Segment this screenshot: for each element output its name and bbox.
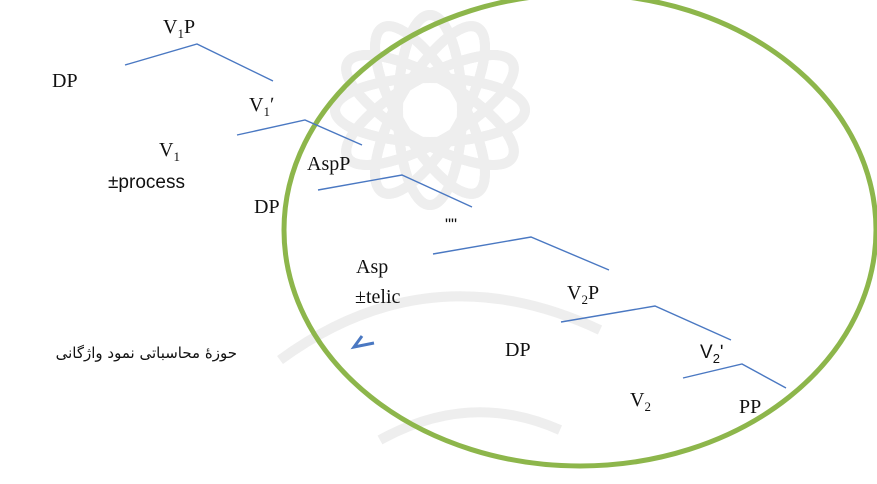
branch-v2p: [560, 305, 732, 341]
node-v1p-main: V: [163, 16, 178, 38]
node-v2-bar-sub: 2: [712, 351, 720, 366]
node-dp-top: DP: [52, 70, 78, 92]
node-dp-mid: DP: [254, 196, 280, 218]
asp-head-mark: [350, 335, 375, 350]
feature-process: ±process: [108, 172, 185, 193]
node-v2p-main: V: [567, 282, 582, 304]
node-v2p-tail: P: [587, 282, 600, 304]
node-v2p: V2P: [567, 282, 600, 307]
node-v1-bar-tail: ʹ: [269, 94, 275, 116]
branch-v1bar: [236, 119, 363, 146]
node-v1-bar-sub: 1: [263, 104, 270, 119]
watermark-petal: [341, 50, 519, 170]
node-v1p-tail: P: [183, 16, 196, 38]
node-v1: V1: [159, 139, 180, 164]
node-v2-bar-main: V: [700, 342, 713, 363]
feature-telic: ±telic: [355, 286, 401, 308]
branch-aspp: [317, 174, 473, 208]
node-v1-bar-main: V: [249, 94, 264, 116]
branch-v1p: [124, 43, 274, 82]
aspect-domain-ellipse: [281, 0, 877, 469]
node-empty-spec: "": [445, 215, 458, 234]
node-v1-sub: 1: [173, 149, 180, 164]
node-v1p: V1P: [163, 16, 196, 41]
node-dp-low: DP: [505, 339, 531, 361]
watermark-script-arc-lower: [377, 407, 563, 445]
node-v2-sub: 2: [644, 399, 651, 414]
watermark-script-arc: [277, 291, 603, 365]
node-v2-main: V: [630, 389, 645, 411]
branch-mid: [432, 236, 610, 271]
node-asp: Asp: [356, 256, 389, 278]
node-v2p-sub: 2: [581, 292, 588, 307]
node-v2: V2: [630, 389, 651, 414]
node-v1-bar: V1ʹ: [249, 94, 275, 119]
node-aspp: AspP: [307, 153, 351, 175]
node-v2-bar-tail: ʹ: [719, 342, 724, 363]
node-v1p-sub: 1: [177, 26, 184, 41]
node-pp: PP: [739, 396, 762, 418]
branch-v2bar: [682, 363, 787, 389]
node-v2-bar: V2ʹ: [700, 342, 724, 366]
node-v1-main: V: [159, 139, 174, 161]
circle-caption: حوزۀ محاسباتی نمود واژگانی: [55, 344, 237, 362]
